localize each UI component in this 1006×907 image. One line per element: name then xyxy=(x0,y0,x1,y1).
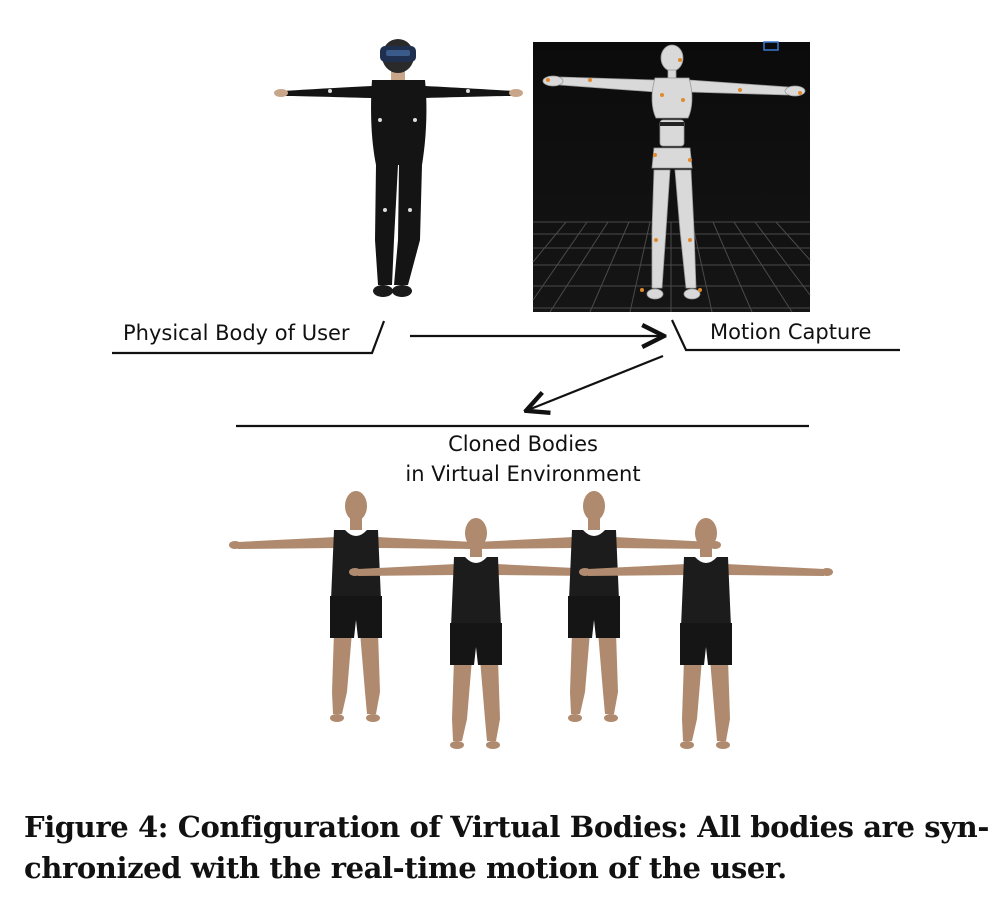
cloned-body xyxy=(467,491,721,722)
physical-body-figure xyxy=(274,39,523,297)
mannequin-figure xyxy=(542,44,806,300)
figure-caption-line-2: chronized with the real-time motion of t… xyxy=(24,851,787,885)
cloned-body xyxy=(579,518,833,749)
cloned-body xyxy=(349,518,603,749)
physical-body-label: Physical Body of User xyxy=(123,321,350,345)
motion-capture-label: Motion Capture xyxy=(710,320,872,344)
arrow-mocap-to-clones xyxy=(528,354,664,410)
mocap-markers xyxy=(546,58,802,292)
motion-capture-panel xyxy=(532,41,811,313)
mocap-view-icon xyxy=(763,41,779,51)
physical-body-underline xyxy=(112,320,386,355)
figure-caption-line-1: Figure 4: Configuration of Virtual Bodie… xyxy=(24,810,989,844)
cloned-bodies-group xyxy=(229,491,833,749)
cloned-bodies-label: Cloned Bodies xyxy=(448,432,598,456)
diagram-canvas xyxy=(112,39,900,749)
cloned-bodies-sublabel: in Virtual Environment xyxy=(405,462,641,486)
cloned-body xyxy=(229,491,483,722)
mannequin-belt xyxy=(660,122,684,126)
motion-capture-underline xyxy=(671,319,900,352)
mocap-grid xyxy=(532,221,811,313)
label-connectors xyxy=(112,319,900,428)
